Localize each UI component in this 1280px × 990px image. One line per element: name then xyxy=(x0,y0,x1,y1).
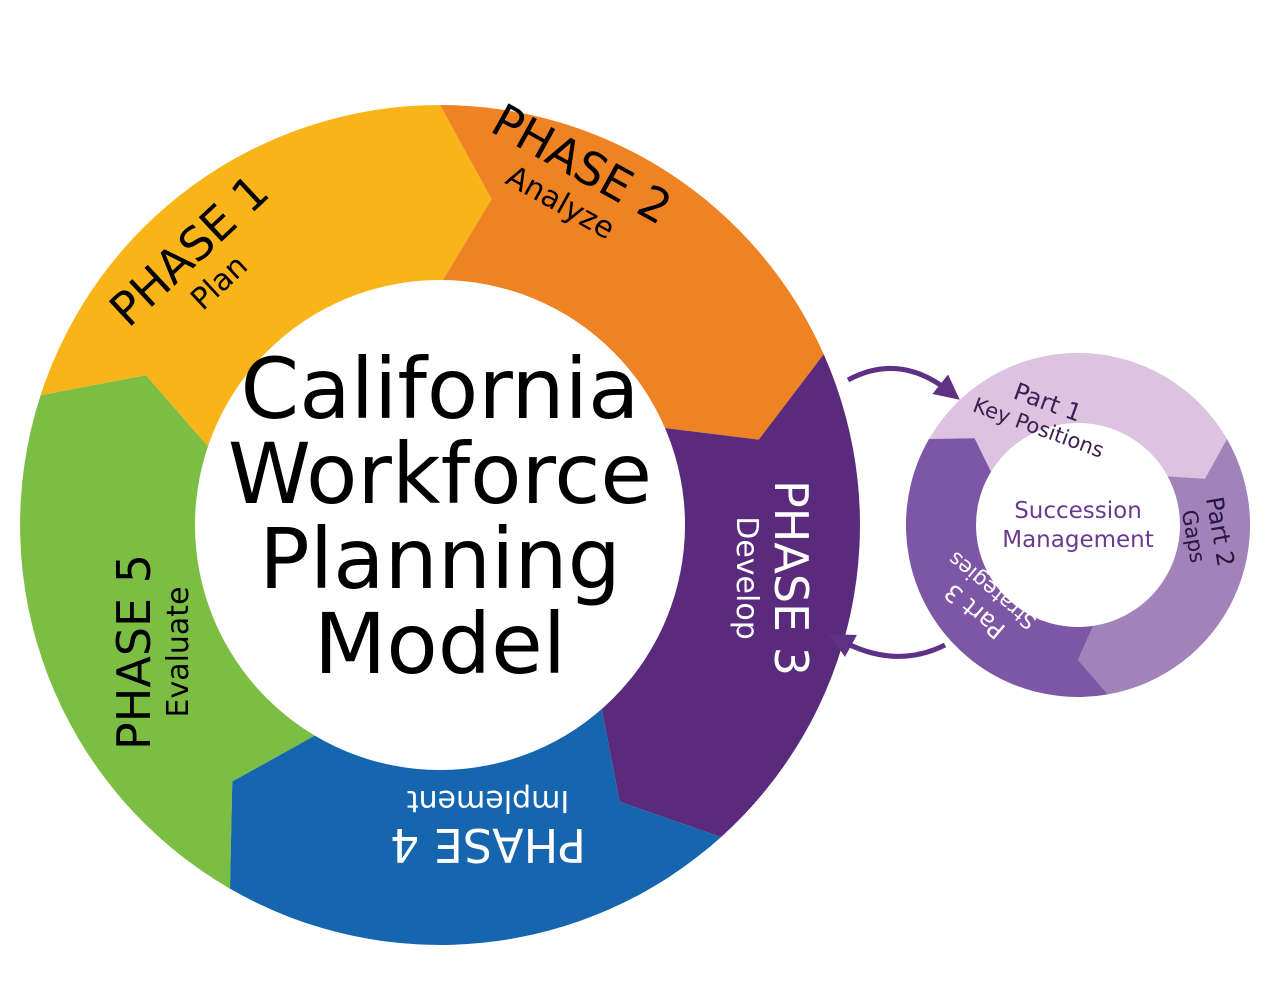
title-line-workforce: Workforce xyxy=(228,425,652,523)
connector-arrow-from-succession xyxy=(829,634,947,659)
phase-5-subtitle: Evaluate xyxy=(161,586,196,717)
title-line-planning: Planning xyxy=(259,510,621,608)
connector-arrow-to-succession xyxy=(846,366,960,400)
succession-center-circle xyxy=(976,423,1180,627)
phase-4-label: PHASE 4 Implement xyxy=(390,783,586,872)
part-1-segment xyxy=(929,352,1227,479)
succession-title-line2: Management xyxy=(1002,527,1154,553)
main-title: California Workforce Planning Model xyxy=(228,340,652,693)
part-3-segment xyxy=(905,438,1108,698)
main-cycle-ring xyxy=(20,105,860,945)
title-line-model: Model xyxy=(314,595,566,693)
phase-5-label: PHASE 5 Evaluate xyxy=(107,554,196,750)
phase-5-segment xyxy=(20,375,320,889)
center-circle xyxy=(195,280,685,770)
title-line-california: California xyxy=(241,340,640,438)
phase-3-subtitle: Develop xyxy=(729,516,764,640)
succession-title: Succession Management xyxy=(1002,498,1154,553)
phase-3-label: PHASE 3 Develop xyxy=(729,480,818,676)
phase-5-title: PHASE 5 xyxy=(107,554,161,750)
phase-3-title: PHASE 3 xyxy=(764,480,818,676)
phase-2-segment xyxy=(440,105,824,440)
phase-4-segment xyxy=(230,703,721,945)
part-2-segment xyxy=(1078,439,1251,695)
phase-4-title: PHASE 4 xyxy=(390,818,586,872)
succession-ring xyxy=(905,352,1251,698)
phase-3-segment xyxy=(600,354,860,838)
phase-1-segment xyxy=(40,105,492,451)
succession-title-line1: Succession xyxy=(1014,498,1142,524)
phase-4-subtitle: Implement xyxy=(407,783,570,818)
